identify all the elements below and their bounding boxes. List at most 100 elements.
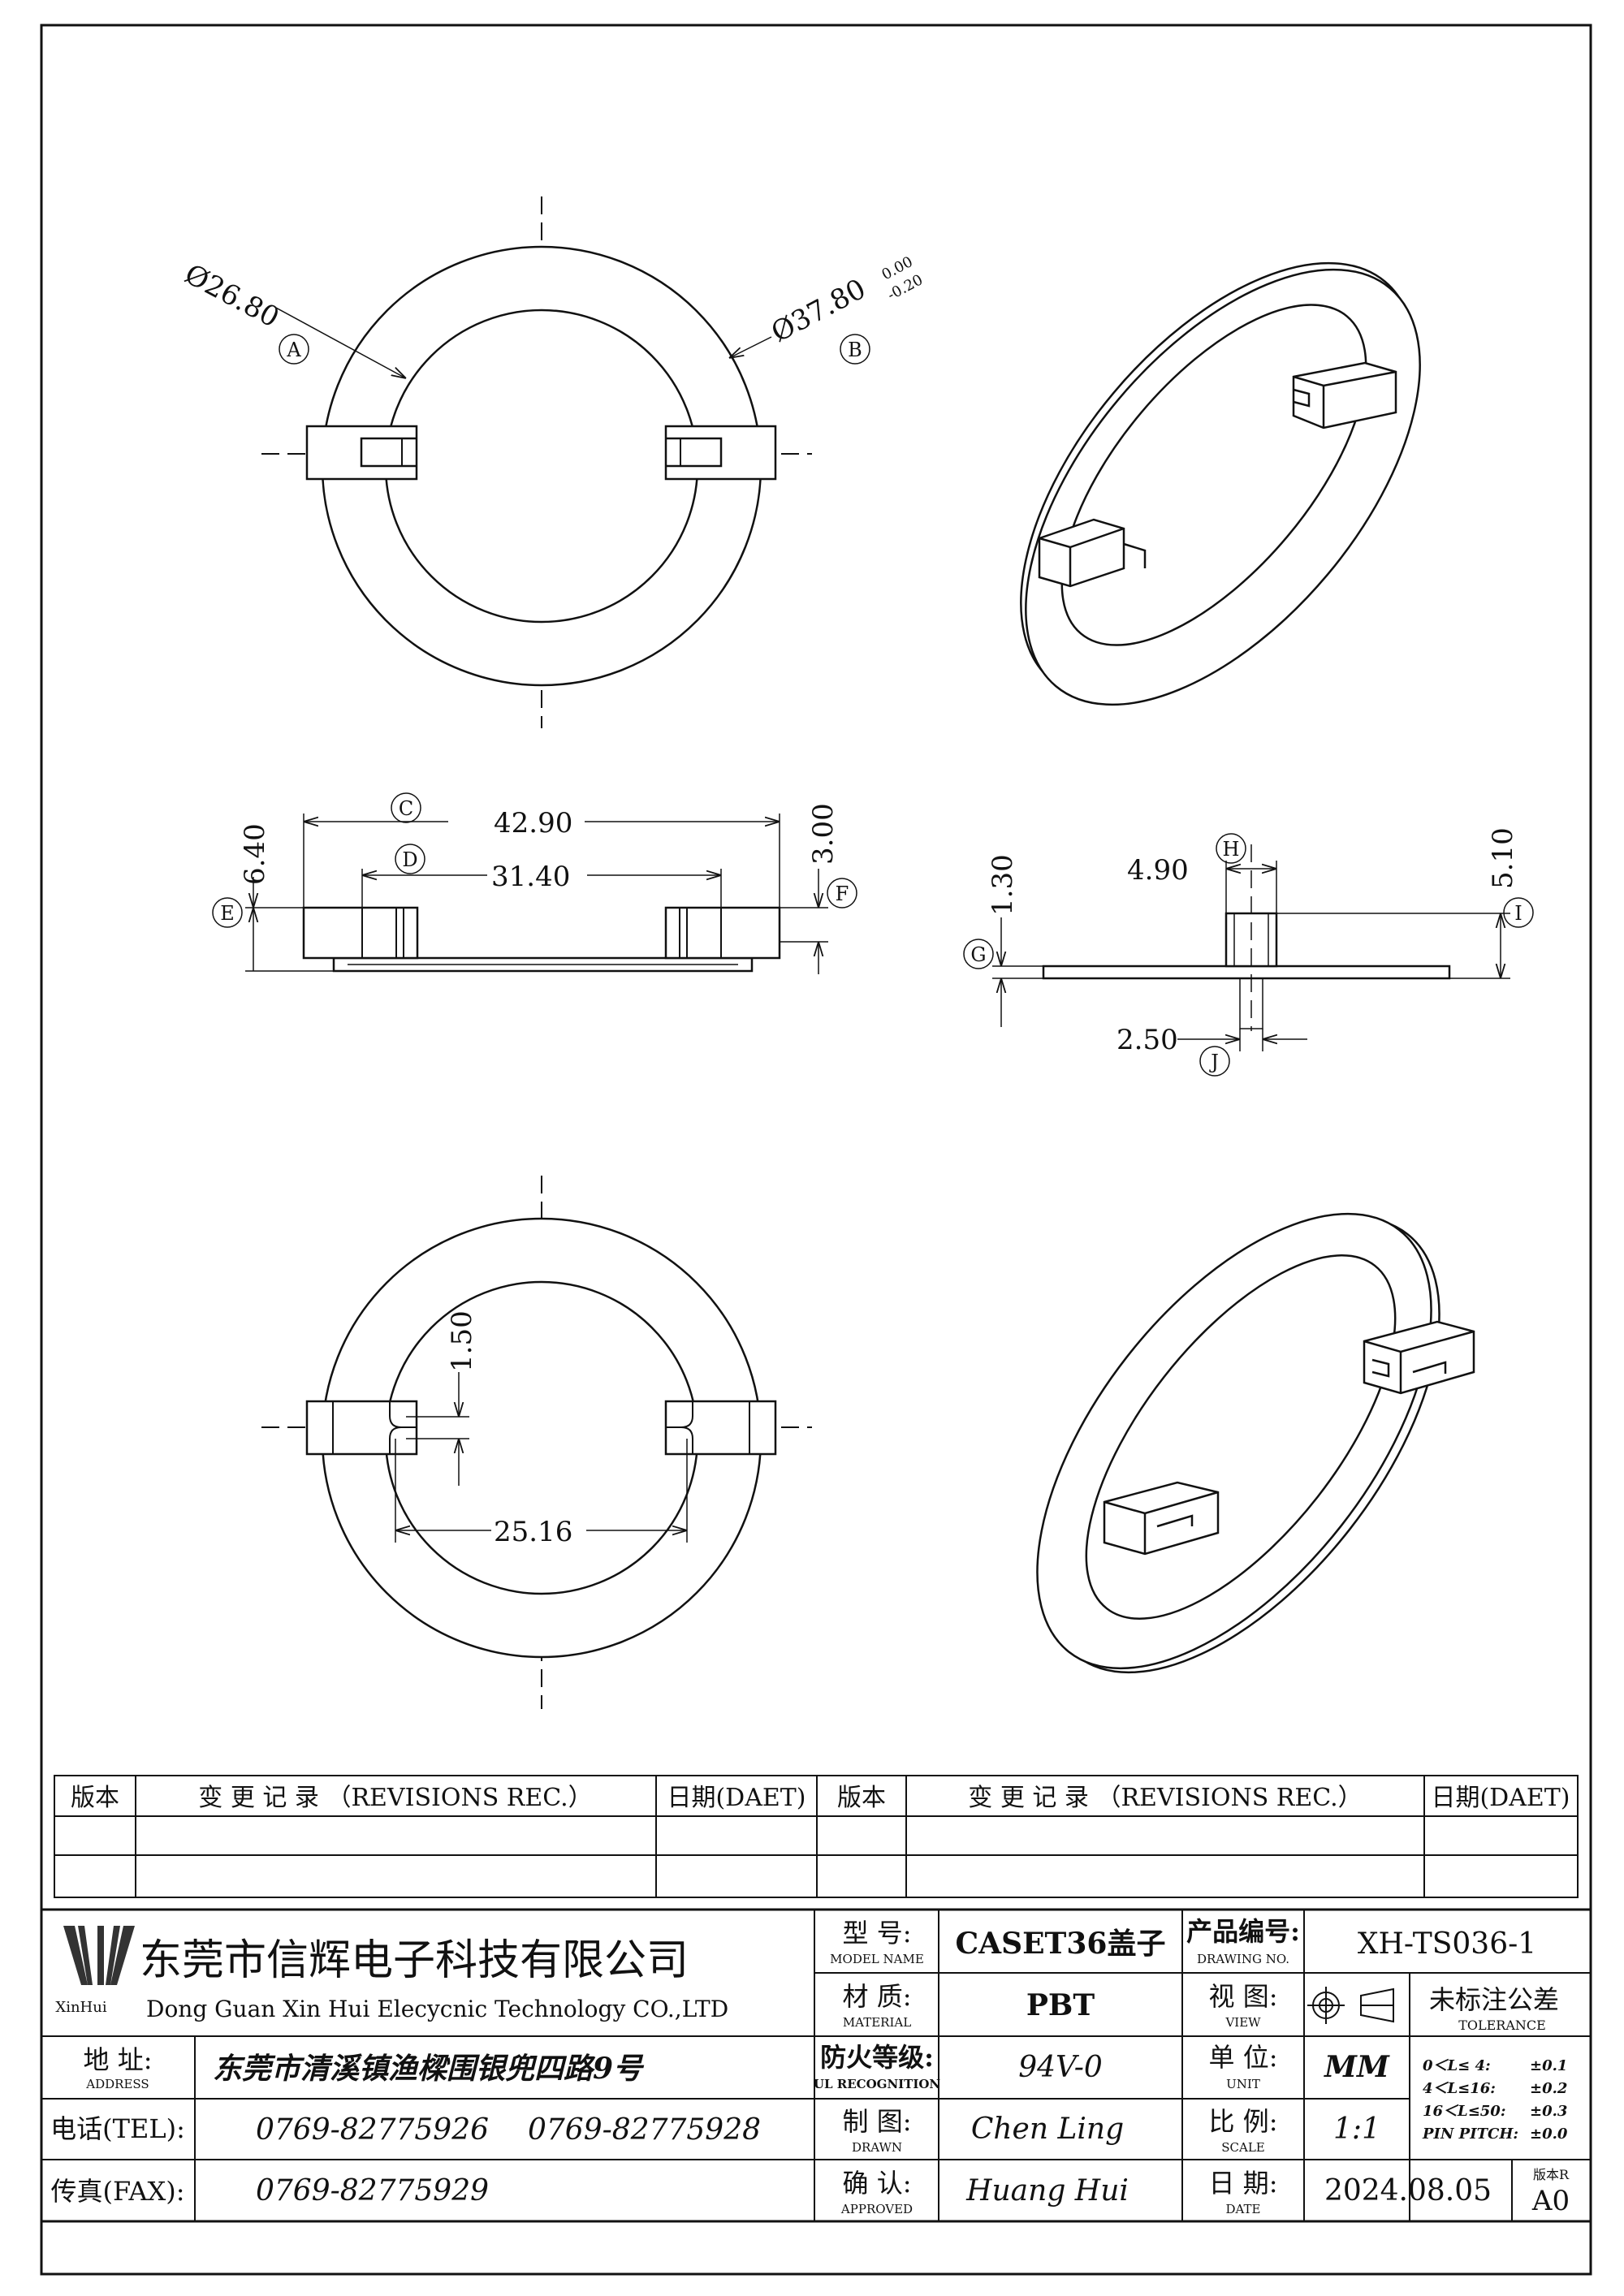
bubble-j [1199,1046,1230,1077]
rev-col-record-2: 变 更 记 录 （REVISIONS REC.） [968,1784,1362,1812]
dim-height-slot: 3.00 [807,803,840,865]
date-value: 2024.08.05 [1324,2174,1492,2208]
iso-view-2 [1036,1212,1475,1674]
fire-value: 94V-0 [1018,2051,1103,2084]
first-angle-projection-icon [1307,1987,1394,2024]
version-value: A0 [1531,2185,1570,2217]
dim-tab-width: 4.90 [1127,854,1189,887]
material-value: PBT [1026,1988,1095,2022]
tel-label: 电话(TEL): [50,2113,185,2144]
tol-r4-range: PIN PITCH: [1422,2126,1518,2143]
bubble-h [1216,833,1246,864]
drawing-no-value: XH-TS036-1 [1358,1927,1536,1961]
view-sub: VIEW [1224,2015,1261,2030]
tol-r2-range: 4＜L≤16: [1423,2080,1496,2097]
model-label: 型 号: [843,1918,912,1949]
drawn-value: Chen Ling [971,2113,1124,2146]
dim-overall-width: 42.90 [494,807,572,839]
unit-label: 单 位: [1209,2042,1278,2073]
svg-text:A: A [286,339,301,361]
xinhui-logo-icon [63,1926,135,1985]
side-view: 4.90 H 5.10 I 1.30 G 2.50 J [963,827,1534,1077]
svg-text:E: E [220,902,235,925]
scale-label: 比 例: [1209,2106,1278,2137]
revision-table [54,1775,1579,1898]
material-sub: MATERIAL [843,2015,911,2030]
tol-r2-val: ±0.2 [1530,2080,1567,2097]
tel-value-2: 0769-82775928 [528,2113,761,2147]
bubble-a [279,334,309,365]
fax-value: 0769-82775929 [256,2174,489,2208]
tel-value-1: 0769-82775926 [256,2113,489,2147]
fire-sub: UL RECOGNITION [814,2077,941,2091]
sheet-border [40,24,1592,2276]
drawn-label: 制 图: [843,2106,912,2137]
model-sub: MODEL NAME [830,1952,924,1966]
svg-text:H: H [1223,838,1240,861]
dim-slot-span: 25.16 [494,1516,572,1548]
svg-text:C: C [399,797,413,820]
dim-tab-height: 5.10 [1487,827,1519,889]
tol-r4-val: ±0.0 [1530,2126,1568,2143]
logo-text: XinHui [55,1999,106,2016]
tol-r3-val: ±0.3 [1530,2103,1567,2120]
fire-label: 防火等级: [820,2042,934,2073]
bubble-f [827,878,857,908]
fax-label: 传真(FAX): [50,2176,184,2207]
front-view: 42.90 C 31.40 D 6.40 E 3.00 F [212,792,857,974]
dim-height-total: 6.40 [239,823,271,885]
drawn-sub: DRAWN [852,2140,902,2155]
company-name-cn: 东莞市信辉电子科技有限公司 [140,1936,689,1985]
rev-col-version-2: 版本 [837,1784,886,1812]
approved-label: 确 认: [843,2168,912,2199]
dim-inner-width: 31.40 [491,861,570,893]
svg-text:J: J [1208,1051,1219,1073]
title-block [40,1908,1592,2223]
top-view: Ø26.80 Ø37.80 0.00 -0.20 A B [179,196,926,728]
bubble-i [1503,897,1534,928]
date-label: 日 期: [1209,2168,1278,2199]
address-value: 东莞市清溪镇渔樑围银兜四路9号 [213,2052,645,2086]
bubble-b [840,334,870,365]
svg-text:I: I [1514,902,1522,925]
tol-r1-val: ±0.1 [1530,2057,1567,2074]
unit-sub: UNIT [1226,2077,1260,2091]
unit-value: MM [1323,2050,1390,2084]
material-label: 材 质: [843,1981,912,2012]
svg-text:D: D [402,848,417,871]
scale-sub: SCALE [1221,2140,1265,2155]
address-sub: ADDRESS [85,2077,149,2091]
rev-col-date-2: 日期(DAET) [1431,1784,1570,1812]
dim-slot-width: 2.50 [1116,1024,1178,1056]
svg-text:F: F [836,883,849,905]
approved-sub: APPROVED [840,2202,913,2216]
bubble-g [963,939,994,969]
bubble-d [395,844,425,874]
bubble-c [391,792,421,823]
bottom-view: 1.50 25.16 [261,1176,812,1709]
svg-text:G: G [970,943,986,966]
svg-text:B: B [848,339,862,361]
tolerance-sub: TOLERANCE [1458,2018,1546,2033]
drawing-no-label: 产品编号: [1186,1916,1300,1947]
date-sub: DATE [1226,2202,1261,2216]
tol-r3-range: 16＜L≤50: [1423,2103,1505,2120]
model-value: CASET36盖子 [956,1927,1166,1961]
dim-base-thickness: 1.30 [987,854,1019,916]
address-label: 地 址: [84,2044,153,2075]
company-name-en: Dong Guan Xin Hui Elecycnic Technology C… [146,1996,728,2022]
dim-inner-dia: Ø26.80 [179,258,284,334]
iso-view-1 [1020,261,1421,706]
drawing-no-sub: DRAWING NO. [1197,1952,1289,1966]
bubble-e [212,897,243,928]
version-label: 版本R [1533,2167,1570,2182]
tolerance-label: 未标注公差 [1429,1984,1559,2015]
rev-col-version-1: 版本 [71,1784,119,1812]
dim-outer-dia: Ø37.80 [766,273,870,349]
view-label: 视 图: [1209,1981,1278,2012]
approved-value: Huang Hui [965,2174,1129,2208]
rev-col-date-1: 日期(DAET) [667,1784,806,1812]
dim-slot-gap: 1.50 [446,1310,478,1372]
scale-value: 1:1 [1333,2113,1380,2146]
